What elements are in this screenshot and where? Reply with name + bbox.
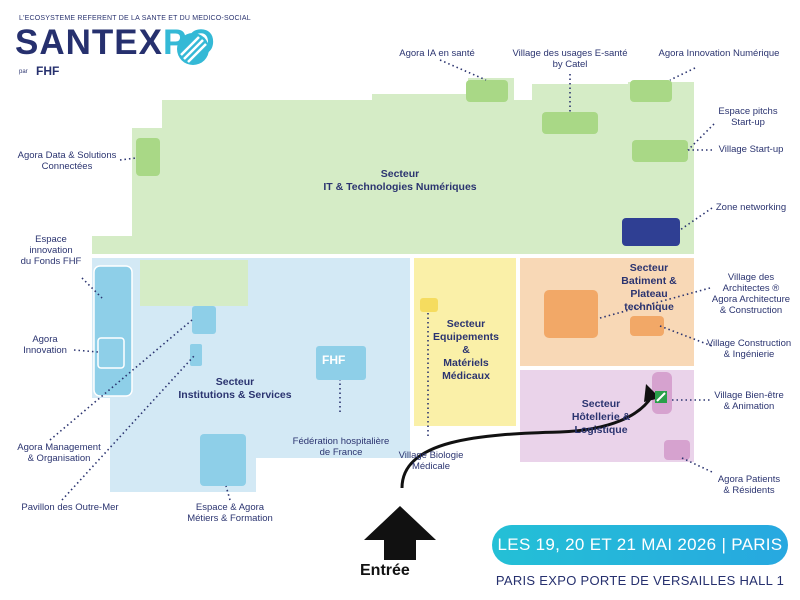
- box-village-usages: [542, 112, 598, 134]
- label-village-bienetre: Village Bien-être& Animation: [714, 390, 784, 412]
- zone-it: [92, 78, 694, 254]
- box-agora-innov-num: [630, 80, 672, 102]
- box-fhf-stand: [316, 346, 366, 380]
- entrance-path: [400, 395, 654, 489]
- box-agora-ia: [466, 80, 508, 102]
- box-agora-innovation: [97, 337, 125, 369]
- label-agora-patients: Agora Patients& Résidents: [717, 474, 781, 496]
- label-agora-innovation-numerique: Agora Innovation Numérique: [658, 48, 780, 59]
- entrance-label: Entrée: [360, 562, 410, 579]
- box-village-architectes: [544, 290, 598, 338]
- box-village-biologie: [420, 298, 438, 312]
- entrance-arrow-icon: [364, 506, 436, 560]
- logo-text-part1: SANTEX: [15, 23, 163, 62]
- box-agora-data: [136, 138, 160, 176]
- box-village-construction: [630, 316, 664, 336]
- label-village-startup: Village Start-up: [718, 144, 784, 155]
- box-agora-patients: [664, 440, 690, 460]
- fhf-badge: FHF: [322, 353, 346, 367]
- box-espace-pitchs: [632, 140, 688, 162]
- label-agora-management: Agora Management& Organisation: [17, 442, 101, 464]
- box-espace-agora-metiers: [200, 434, 246, 486]
- tagline: L'ECOSYSTEME REFERENT DE LA SANTE ET DU …: [19, 15, 251, 22]
- box-agora-management: [192, 306, 216, 334]
- fhf-small-logo: FHF: [36, 64, 60, 78]
- zone-institutions: [92, 258, 410, 492]
- par-label: par: [19, 69, 28, 75]
- label-zone-networking: Zone networking: [715, 202, 787, 213]
- event-venue: PARIS EXPO PORTE DE VERSAILLES HALL 1: [495, 573, 785, 588]
- event-dates-banner: LES 19, 20 ET 21 MAI 2026 | PARIS: [492, 525, 788, 565]
- label-village-construction: Village Construction& Ingénierie: [706, 338, 792, 360]
- globe-logo-icon: [177, 33, 209, 65]
- box-zone-networking: [622, 218, 680, 246]
- label-pavillon-outre-mer: Pavillon des Outre-Mer: [21, 502, 119, 513]
- label-agora-ia: Agora IA en santé: [399, 48, 475, 59]
- zone-institutions-green-block: [140, 260, 248, 306]
- zone-equipements: [414, 258, 516, 426]
- box-pavillon-outre-mer: [190, 344, 202, 366]
